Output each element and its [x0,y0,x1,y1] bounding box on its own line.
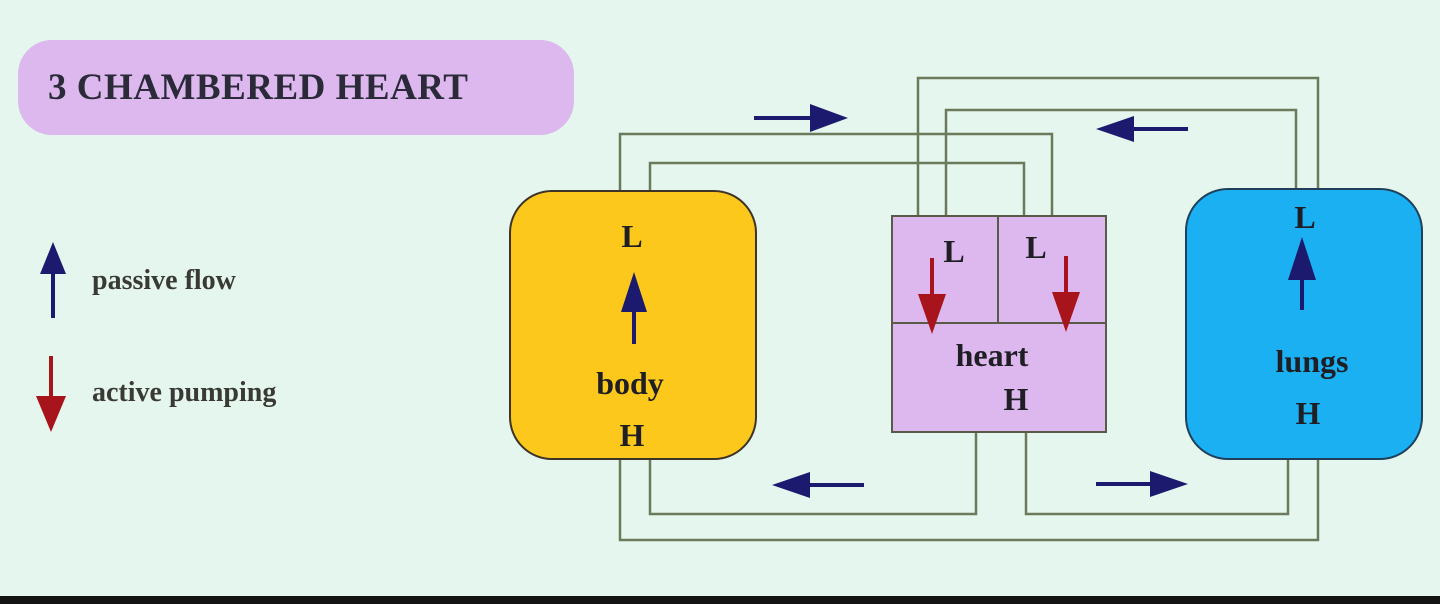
heart-high-label: H [1004,381,1029,417]
legend-active: active pumping [34,352,276,434]
lungs-passive-arrow [1288,237,1316,310]
page-title: 3 CHAMBERED HEART [48,67,469,108]
heart-box [891,215,1107,433]
heart-right-pump-arrow [1052,256,1080,332]
legend-active-label: active pumping [92,377,277,408]
lungs-label: lungs [1276,343,1349,379]
heart-label: heart [956,337,1029,373]
passive-arrow-icon [40,242,66,318]
flow-arrow-bottom-left [772,472,864,498]
body-high-label: H [620,417,645,453]
bottom-bar [0,596,1440,604]
lungs-box [1185,188,1423,460]
body-low-label: L [621,218,642,254]
flow-arrow-top-left [1096,116,1188,142]
heart-right-low-label: L [1025,229,1046,265]
title-badge: 3 CHAMBERED HEART [18,40,574,135]
body-label: body [596,365,664,401]
flow-arrow-top-right [754,104,848,132]
active-arrow-icon [36,356,66,432]
lungs-low-label: L [1294,199,1315,235]
legend-passive: passive flow [38,240,236,322]
lungs-high-label: H [1296,395,1321,431]
flow-arrow-bottom-right [1096,471,1188,497]
body-passive-arrow [621,272,647,344]
heart-left-pump-arrow [918,258,946,334]
vessels [618,76,1320,542]
heart-left-low-label: L [943,233,964,269]
legend-passive-label: passive flow [92,265,236,296]
